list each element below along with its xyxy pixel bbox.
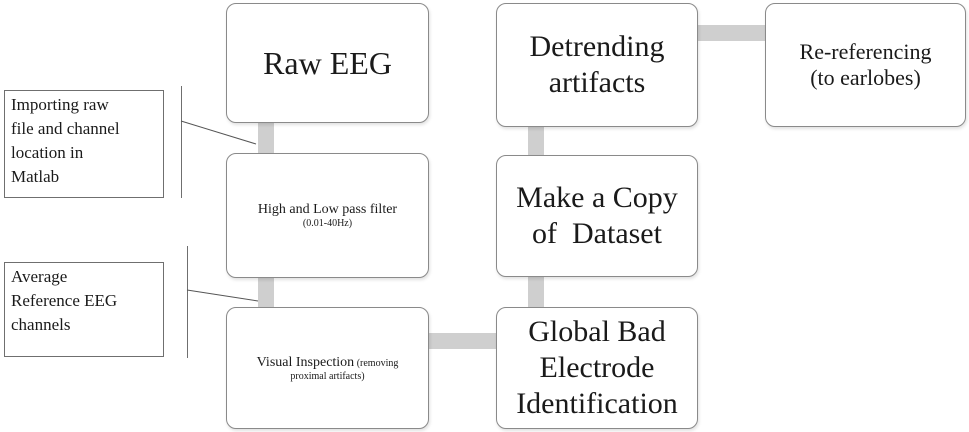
detrending-line1: Detrending (529, 30, 665, 63)
filter-range-label: (0.01-40Hz) (302, 218, 353, 229)
raw-eeg-label: Raw EEG (263, 45, 392, 81)
average-line1: Average (11, 267, 68, 286)
visual-inspection-sub: (removing (354, 357, 399, 369)
detrending-line2: artifacts (548, 66, 646, 99)
global-bad-electrode-box: Global Bad Electrode Identification (496, 307, 698, 429)
importing-note: Importing raw file and channel location … (4, 90, 164, 198)
connector-raw-to-filter (258, 120, 274, 160)
global-bad-line1: Global Bad (528, 315, 666, 348)
visual-inspection-label: Visual Inspection (256, 354, 355, 370)
filter-box: High and Low pass filter (0.01-40Hz) (226, 153, 429, 278)
importing-line4: Matlab (11, 167, 60, 186)
global-bad-line3: Identification (516, 387, 678, 420)
rereferencing-line2: (to earlobes) (810, 65, 921, 90)
average-line2: Reference EEG (11, 291, 118, 310)
average-note: Average Reference EEG channels (4, 262, 164, 357)
average-line3: channels (11, 315, 71, 334)
importing-leader-line (180, 120, 257, 145)
make-copy-line2: of Dataset (532, 217, 662, 250)
importing-line3: location in (11, 143, 84, 162)
rereferencing-box: Re-referencing (to earlobes) (765, 3, 966, 127)
rereferencing-line1: Re-referencing (799, 39, 932, 64)
make-copy-box: Make a Copy of Dataset (496, 155, 698, 277)
visual-inspection-box: Visual Inspection (removing proximal art… (226, 307, 429, 429)
importing-line2: file and channel (11, 119, 120, 138)
connector-global-to-copy (528, 272, 544, 314)
visual-inspection-line2: proximal artifacts) (290, 370, 365, 382)
connector-copy-to-detrending (528, 122, 544, 162)
connector-filter-to-visual (258, 275, 274, 315)
global-bad-line2: Electrode (539, 351, 655, 384)
connector-detrending-to-rereferencing (695, 25, 769, 41)
average-leader-line (186, 289, 259, 302)
make-copy-line1: Make a Copy (516, 181, 678, 214)
average-bracket (187, 246, 188, 358)
raw-eeg-box: Raw EEG (226, 3, 429, 123)
detrending-box: Detrending artifacts (496, 3, 698, 127)
importing-line1: Importing raw (11, 95, 109, 114)
importing-bracket (181, 86, 182, 198)
connector-visual-to-global (428, 333, 498, 349)
visual-inspection-line1: Visual Inspection (removing (257, 354, 399, 371)
filter-label: High and Low pass filter (257, 202, 398, 217)
